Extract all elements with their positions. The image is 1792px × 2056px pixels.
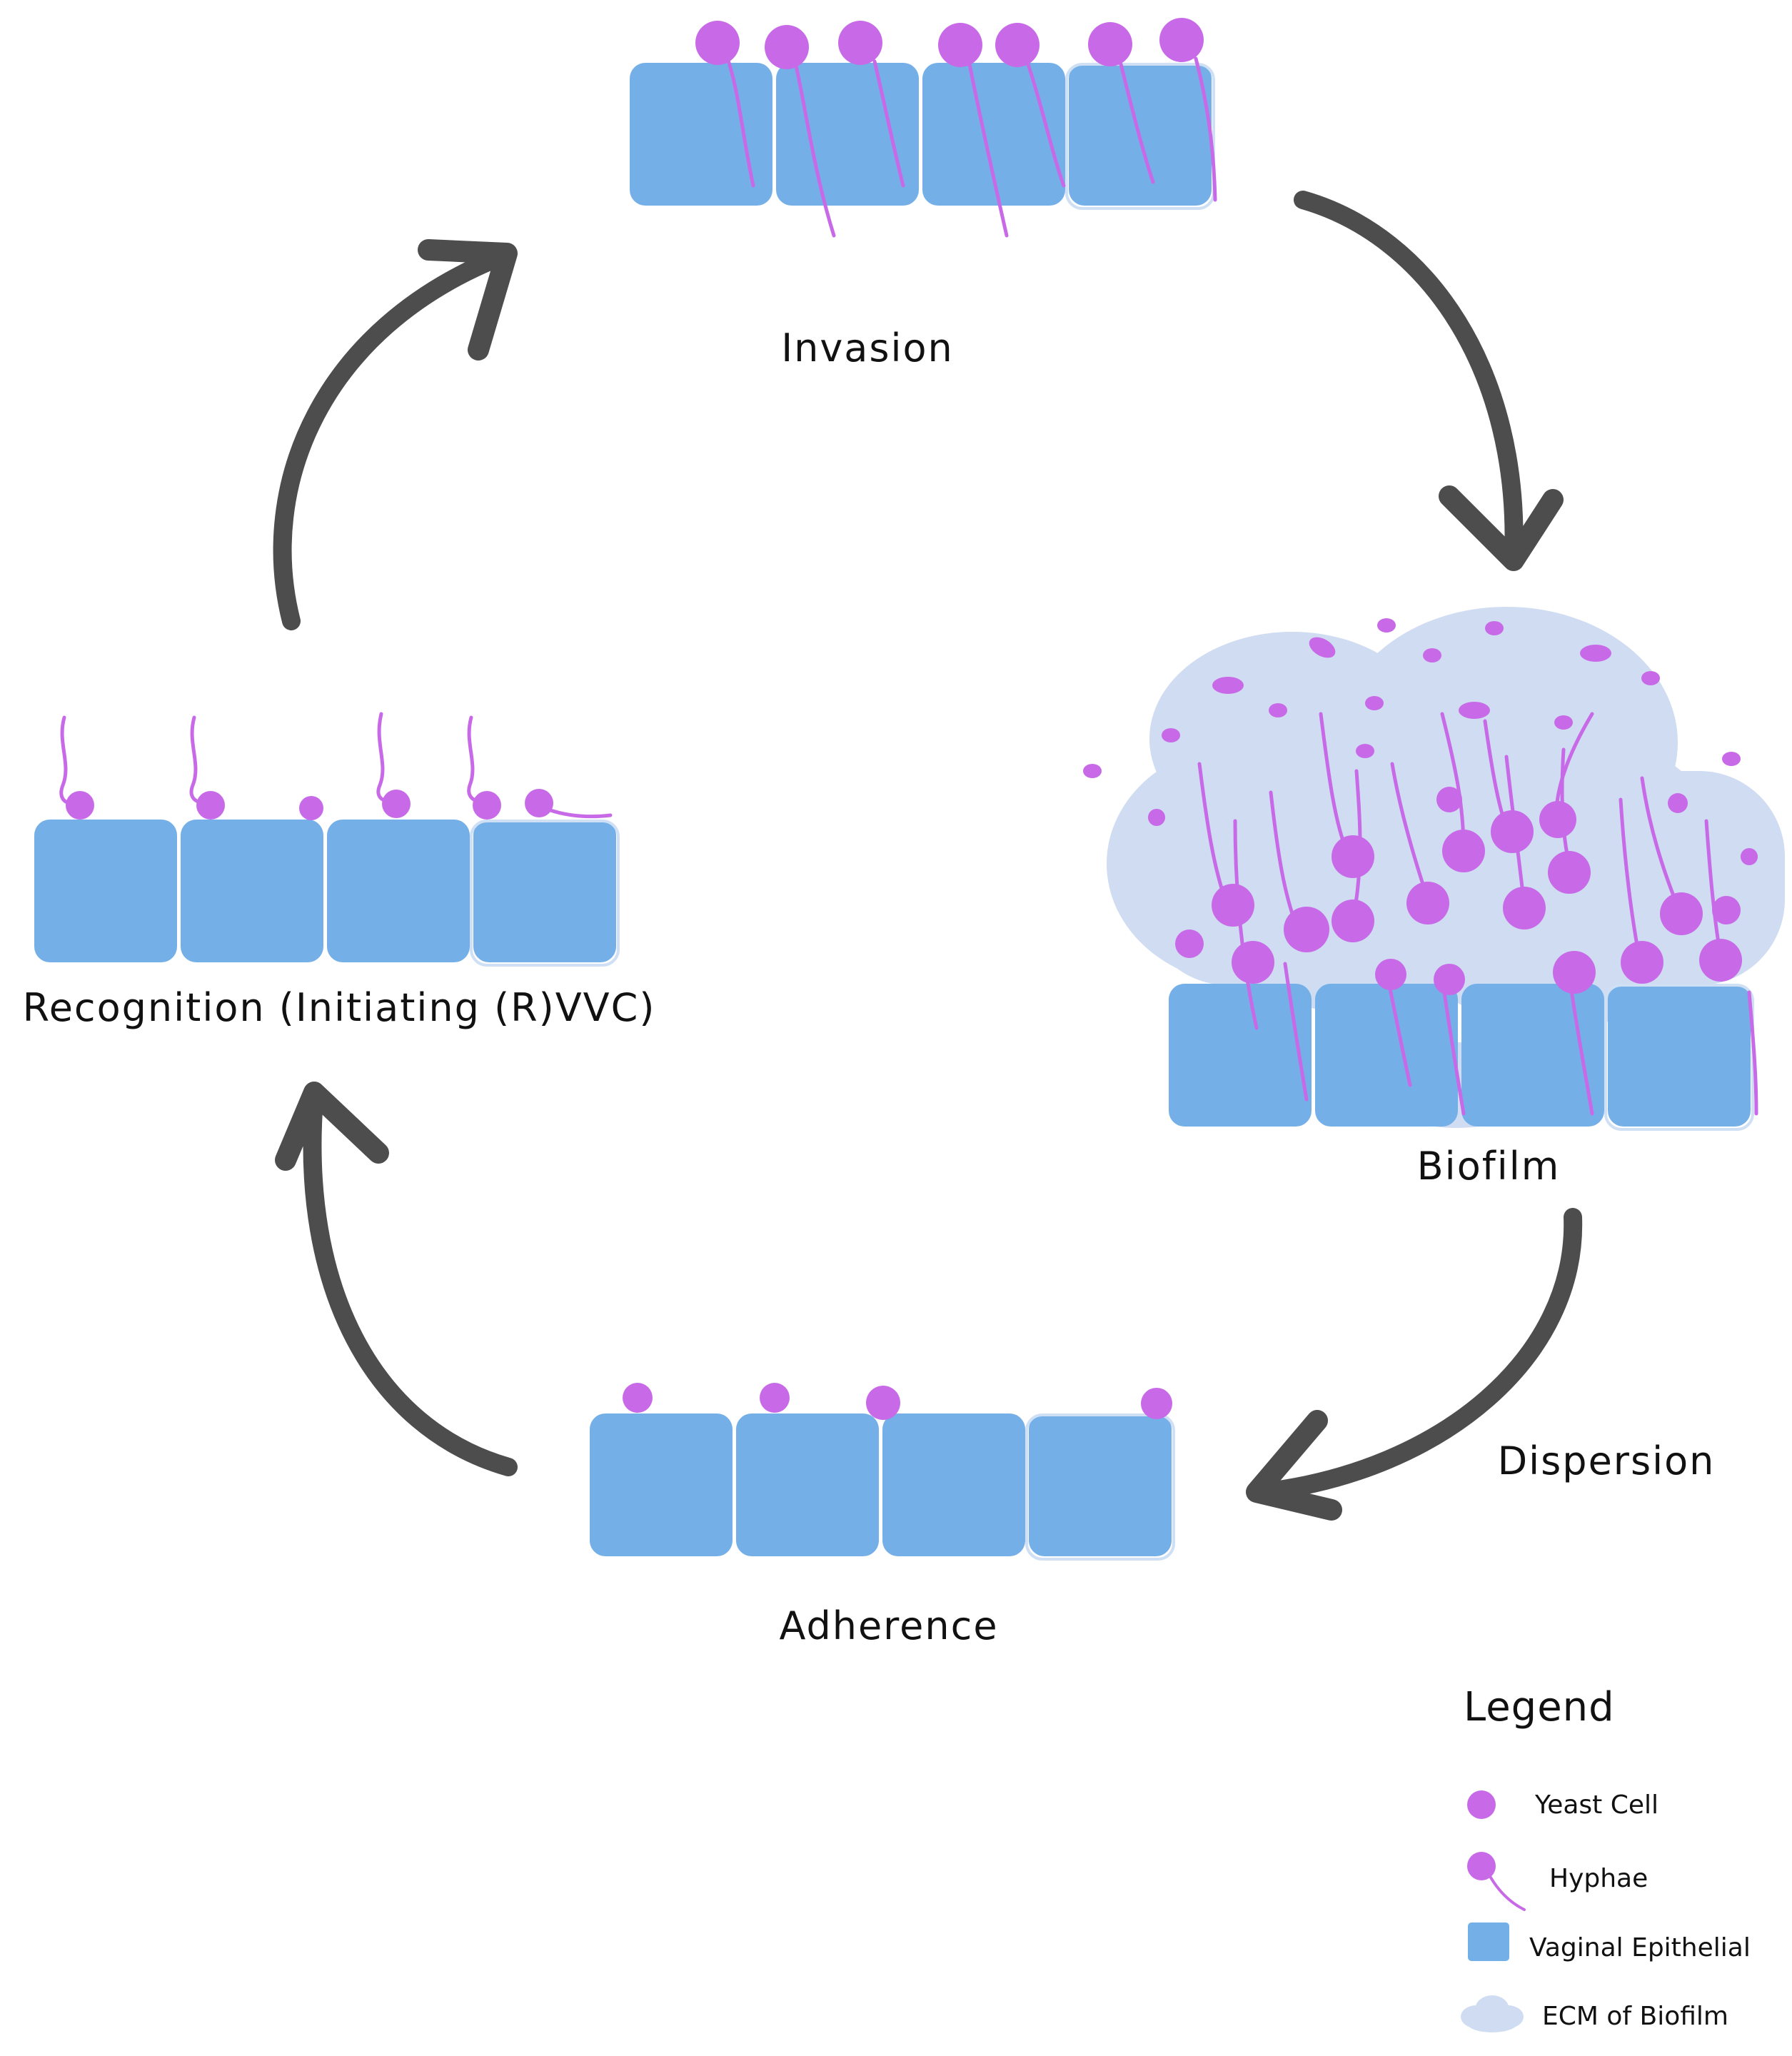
recognition-label: Recognition (Initiating (R)VVC)	[23, 985, 656, 1030]
arrow-adherence-to-recognition-icon	[275, 1082, 518, 1476]
biofilm-dispersed-yeast	[1083, 618, 1758, 864]
dispersion-label: Dispersion	[1498, 1438, 1716, 1483]
biofilm-label: Biofilm	[1417, 1144, 1561, 1189]
legend: Legend Yeast Cell Hyphae Vaginal Epithel…	[1461, 1684, 1751, 2032]
invasion-hyphae	[695, 18, 1217, 238]
adherence-yeast-cells	[623, 1383, 1172, 1420]
cycle-arrows	[273, 191, 1583, 1521]
invasion-stage: Invasion	[630, 18, 1217, 371]
yeast-cell-icon	[1467, 1790, 1496, 1819]
invasion-label: Invasion	[781, 326, 954, 371]
arrow-invasion-to-biofilm-icon	[1294, 191, 1564, 571]
recognition-stage: Recognition (Initiating (R)VVC)	[23, 712, 656, 1030]
legend-yeast-cell-label: Yeast Cell	[1534, 1790, 1658, 1820]
hyphae-icon	[1467, 1852, 1526, 1911]
adherence-stage: Adherence	[590, 1383, 1174, 1648]
legend-vaginal-epithelial-label: Vaginal Epithelial	[1529, 1933, 1751, 1962]
legend-ecm-label: ECM of Biofilm	[1542, 2002, 1728, 2031]
arrow-biofilm-to-adherence-icon	[1246, 1208, 1583, 1521]
arrow-recognition-to-invasion-icon	[273, 239, 518, 630]
vaginal-epithelial-icon	[1468, 1923, 1509, 1961]
adherence-label: Adherence	[779, 1603, 998, 1648]
legend-hyphae-label: Hyphae	[1549, 1864, 1648, 1893]
legend-title: Legend	[1464, 1684, 1615, 1730]
recognition-hyphae	[59, 712, 613, 820]
biofilm-stage: Biofilm	[1083, 607, 1785, 1189]
adherence-epithelium	[590, 1414, 1174, 1559]
ecm-cloud-icon	[1461, 1995, 1524, 2032]
biofilm-hyphae	[1148, 712, 1758, 1116]
recognition-epithelium	[34, 820, 618, 965]
biofilm-ecm-cloud	[1107, 607, 1785, 1128]
